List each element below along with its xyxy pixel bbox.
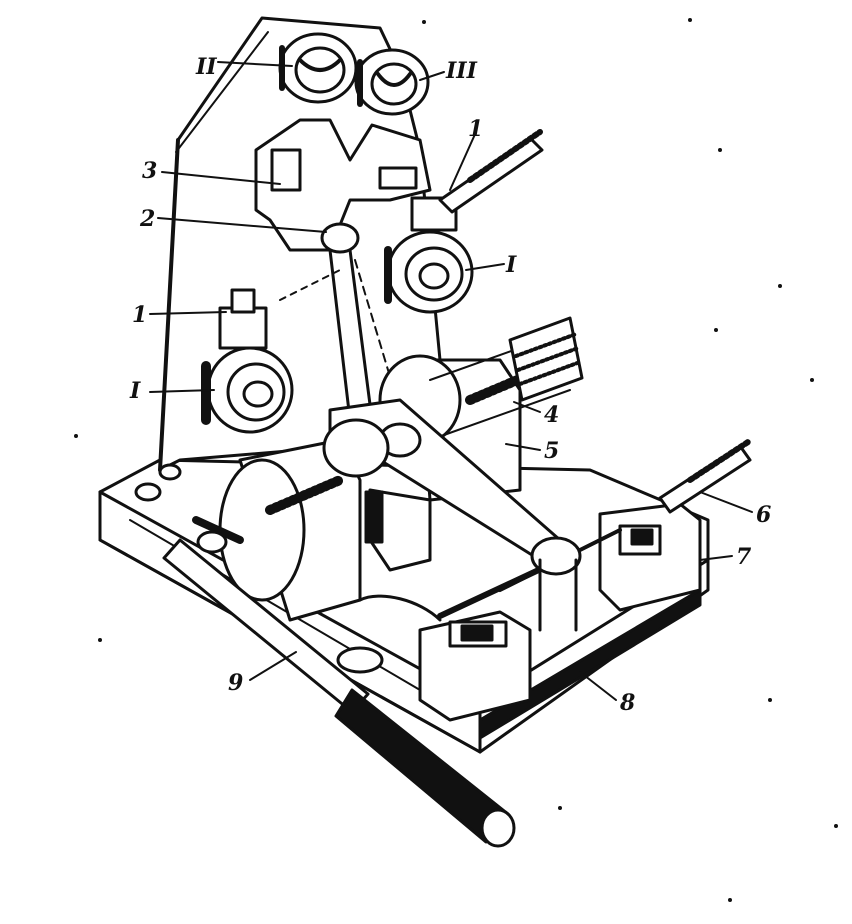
front-cylinder (192, 438, 362, 622)
label-8: 8 (620, 690, 636, 716)
shaft-pivot (358, 536, 582, 632)
base-bolt (134, 463, 182, 502)
label-6: 6 (756, 502, 772, 528)
lever-9 (162, 538, 516, 848)
label-5: 5 (544, 438, 560, 464)
label-I-left: I (130, 378, 141, 404)
label-I-right: I (506, 252, 517, 278)
label-9: 9 (228, 670, 244, 696)
label-4: 4 (544, 402, 560, 428)
bearing-I-left (201, 288, 294, 434)
upper-yoke (254, 118, 432, 252)
clevis-block (322, 418, 432, 572)
bearing-I-right (384, 196, 474, 314)
screw-1-upper (438, 129, 544, 214)
label-III: III (446, 58, 477, 84)
label-II: II (196, 54, 217, 80)
label-3: 3 (142, 158, 158, 184)
screw-6 (658, 439, 752, 514)
bearing-II (278, 32, 358, 104)
knurled-knob-4 (508, 316, 584, 402)
label-1-upper: 1 (468, 116, 484, 142)
label-7: 7 (736, 544, 752, 570)
leader-lines (149, 61, 753, 701)
bearing-III (354, 48, 430, 116)
scan-specks (74, 18, 838, 902)
right-block-7 (598, 502, 702, 612)
label-1-left: 1 (132, 302, 148, 328)
label-2: 2 (140, 206, 156, 232)
